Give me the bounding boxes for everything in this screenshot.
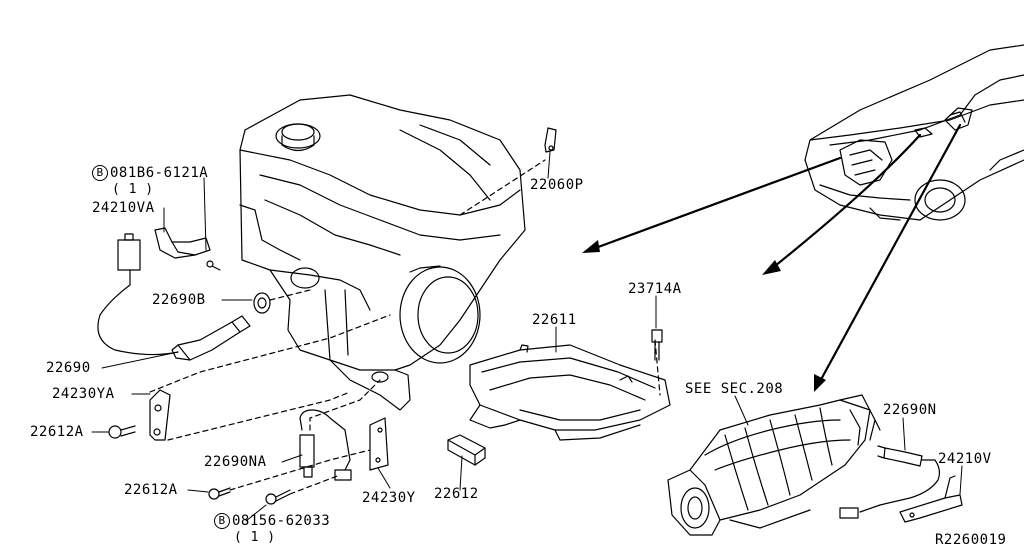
heat-shield-22611 (469, 344, 671, 441)
car-location-arrows (588, 123, 962, 387)
label-23714a: 23714A (628, 281, 682, 297)
label-bolt-qty-2: ( 1 ) (234, 530, 276, 545)
arrowheads (582, 240, 826, 392)
label-22690b: 22690B (152, 292, 206, 308)
label-22612: 22612 (434, 486, 479, 502)
label-22612a-left: 22612A (30, 424, 84, 440)
bolt-22612a-bottom (208, 487, 231, 500)
catalytic-converter (667, 394, 881, 536)
part-number: 081B6-6121A (110, 165, 209, 181)
label-24230y: 24230Y (362, 490, 416, 506)
bolt-mark-b-icon: B (92, 165, 108, 181)
engine-drawing (239, 94, 526, 411)
diagram-reference-code: R2260019 (935, 532, 1007, 548)
bolt-08156-62033 (265, 489, 291, 505)
label-22611: 22611 (532, 312, 577, 328)
label-22690na: 22690NA (204, 454, 267, 470)
label-22060p: 22060P (530, 177, 584, 193)
bracket-24210va (154, 227, 221, 271)
label-22690: 22690 (46, 360, 91, 376)
bracket-24210v (899, 475, 963, 523)
bolt-23714a (651, 329, 663, 361)
sensor-22690na (299, 409, 389, 481)
label-24210va: 24210VA (92, 200, 155, 216)
label-22690n: 22690N (883, 402, 937, 418)
label-22612a-bottom: 22612A (124, 482, 178, 498)
label-24210v: 24210V (938, 451, 992, 467)
insulator-22612 (447, 434, 486, 466)
bracket-24230ya (149, 389, 171, 441)
sensor-22690n (839, 445, 941, 519)
car-drawing (804, 44, 1024, 221)
part-number: 08156-62033 (232, 513, 331, 529)
label-bolt-qty-1: ( 1 ) (112, 182, 154, 197)
upstream-sensor (97, 233, 271, 361)
leader-lines (91, 151, 963, 522)
clip-22060p (544, 127, 557, 153)
dashed-leaders (149, 159, 661, 495)
label-see-sec-208: SEE SEC.208 (685, 381, 784, 397)
bolt-22612a-left (108, 425, 136, 439)
label-24230ya: 24230YA (52, 386, 115, 402)
bolt-mark-b-icon: B (214, 513, 230, 529)
